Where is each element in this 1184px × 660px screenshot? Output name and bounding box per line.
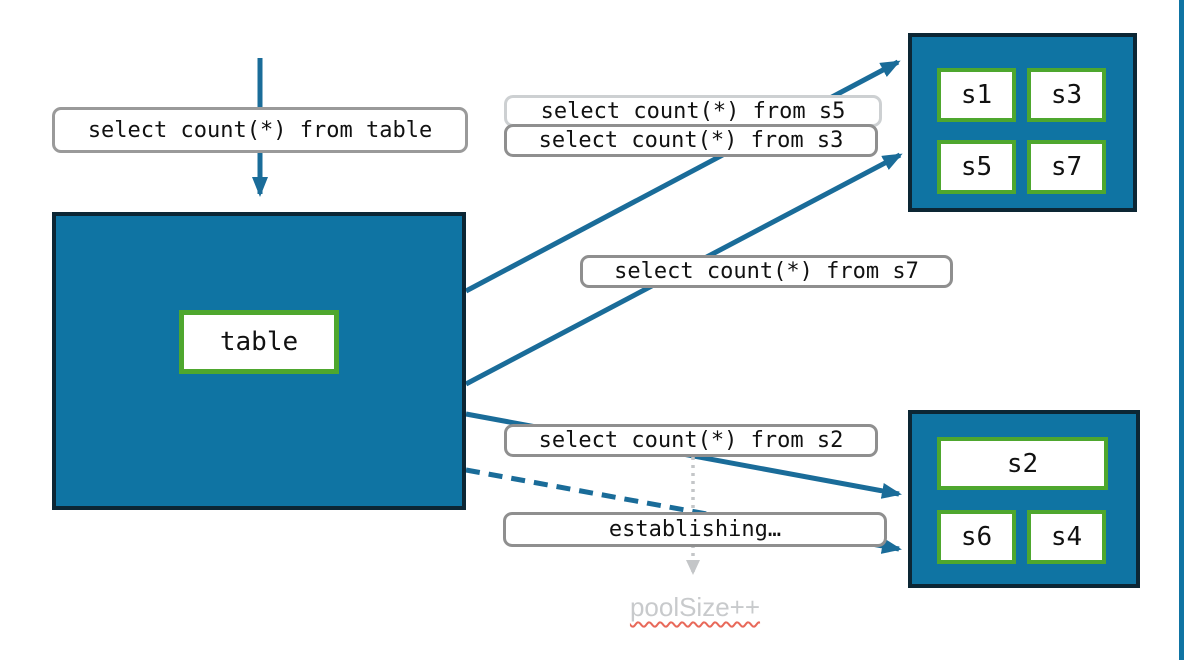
shard-label: s1 [960, 80, 993, 110]
shard-s4: s4 [1027, 510, 1106, 564]
query-text: select count(*) from s3 [538, 128, 844, 153]
establishing-text: establishing… [608, 517, 782, 542]
query-text: select count(*) from table [87, 117, 433, 143]
table-container-box: table [52, 212, 466, 510]
shard-pool-top: s1 s3 s5 s7 [908, 33, 1137, 212]
shard-label: s2 [1006, 448, 1039, 479]
pool-size-annotation: poolSize++ [629, 592, 761, 622]
establishing-label: establishing… [503, 512, 887, 547]
query-label-s2: select count(*) from s2 [504, 424, 878, 457]
query-text: select count(*) from s5 [540, 98, 846, 124]
query-label-s7: select count(*) from s7 [580, 255, 953, 288]
shard-s1: s1 [937, 68, 1016, 122]
shard-s2: s2 [937, 437, 1108, 490]
shard-s3: s3 [1027, 68, 1106, 122]
shard-label: s3 [1050, 80, 1083, 110]
query-text: select count(*) from s2 [538, 428, 844, 453]
shard-s6: s6 [937, 510, 1016, 564]
shard-label: s7 [1050, 152, 1083, 182]
right-edge-strip [1179, 0, 1184, 660]
query-label-table: select count(*) from table [52, 107, 468, 153]
shard-s5: s5 [937, 140, 1016, 194]
shard-label: s4 [1050, 522, 1083, 552]
table-box: table [179, 310, 339, 374]
shard-label: s5 [960, 152, 993, 182]
query-label-s5: select count(*) from s5 [504, 95, 882, 127]
arrow-table-to-pool-bottom-dashed [465, 467, 902, 554]
shard-s7: s7 [1027, 140, 1106, 194]
table-label: table [219, 327, 299, 357]
shard-pool-bottom: s2 s6 s4 [908, 410, 1140, 588]
query-label-s3: select count(*) from s3 [504, 124, 878, 157]
query-text: select count(*) from s7 [614, 259, 919, 284]
shard-label: s6 [960, 522, 993, 552]
